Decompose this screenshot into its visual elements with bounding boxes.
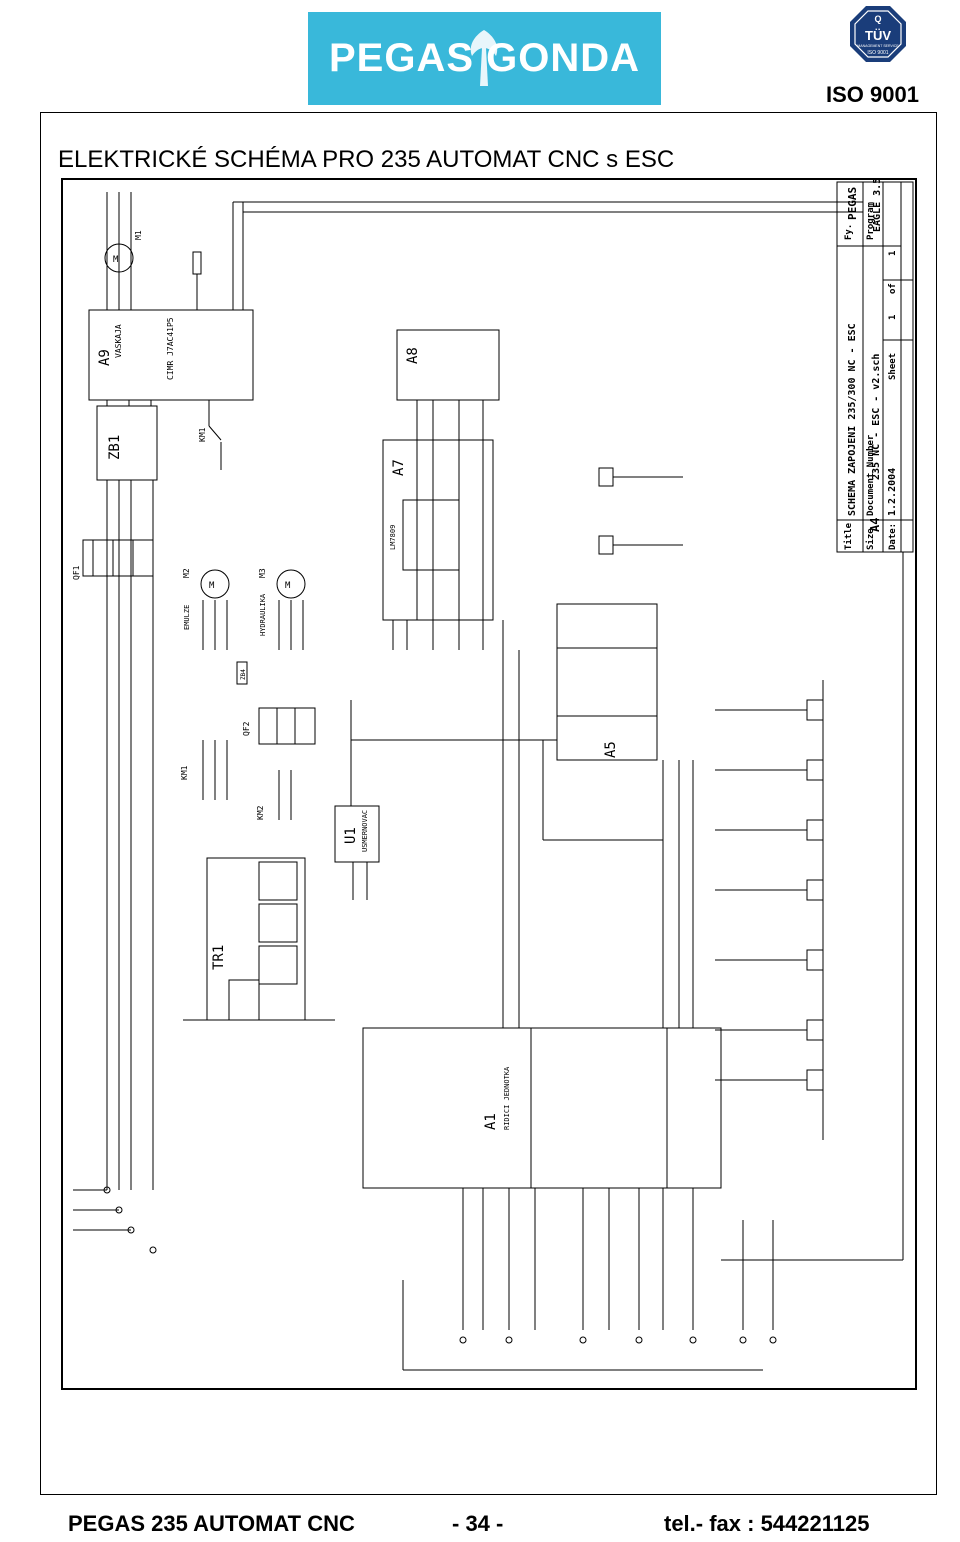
a9-name: VASKAJA (114, 324, 123, 358)
tuv-sub: MANAGEMENT SERVICE (857, 44, 899, 48)
electrical-schematic: Title SCHEMA ZAPOJENI 235/300 NC - ESC F… (72, 180, 914, 1371)
qf1-breaker: QF1 (72, 539, 154, 580)
m1-label: M1 (134, 230, 143, 240)
u1-rectifier: U1 USMERNOVAC (334, 805, 380, 900)
mains-terminals (73, 1186, 157, 1254)
tb-program: EAGLE 3.55 (872, 180, 883, 232)
relay-coils (598, 467, 683, 555)
u1-name: USMERNOVAC (361, 810, 369, 852)
svg-text:Q: Q (874, 14, 881, 24)
footer-page-number: - 34 - (452, 1511, 504, 1536)
angel-emblem-icon (470, 30, 498, 86)
tb-of-label: of (888, 283, 898, 294)
tb-of: 1 (888, 251, 898, 256)
km1-contact: KM1 (198, 400, 222, 470)
mains-lines (106, 480, 154, 1190)
qf2-label: QF2 (242, 721, 251, 736)
m3-motor: M M3 HYDRAULIKA (258, 568, 306, 650)
footer-contact: tel.- fax : 544221125 (664, 1511, 870, 1536)
svg-text:M: M (285, 581, 291, 591)
tr1-label: TR1 (211, 945, 227, 970)
tb-fy: PEGAS (846, 187, 859, 220)
a8-label: A8 (405, 347, 421, 364)
m1-motor: M M1 (104, 230, 143, 273)
tr1-transformer: TR1 (206, 857, 306, 1021)
tb-date-label: Date: (888, 523, 898, 550)
tuv-badge-icon: Q TÜV MANAGEMENT SERVICE ISO 9001 (850, 6, 906, 62)
tb-title-label: Title (843, 522, 854, 550)
pegas-gonda-logo: PEGAS GONDA (308, 12, 661, 105)
a5-label: A5 (603, 741, 619, 758)
tb-date: 1.2.2004 (887, 468, 898, 516)
tb-fy-label: Fy. (844, 224, 854, 240)
tb-sheet-label: Sheet (888, 353, 898, 380)
iso-label: ISO 9001 (826, 82, 919, 107)
m3-label: M3 (258, 568, 267, 578)
qf2-breaker: QF2 ZB4 (236, 661, 316, 745)
tb-title: SCHEMA ZAPOJENI 235/300 NC - ESC (847, 323, 858, 516)
svg-text:KM2: KM2 (256, 805, 265, 820)
km-contactors: KM1 KM2 (180, 740, 292, 820)
a9-inverter: A9 VASKAJA CIMR J7AC41P5 (88, 192, 863, 401)
svg-text:KM1: KM1 (180, 765, 189, 780)
schematic-sheet: Title SCHEMA ZAPOJENI 235/300 NC - ESC F… (61, 178, 917, 1390)
a1-control-unit: A1 RIDICI JEDNOTKA (362, 1027, 722, 1189)
page-title: ELEKTRICKÉ SCHÉMA PRO 235 AUTOMAT CNC s … (58, 146, 675, 173)
svg-text:M: M (113, 255, 119, 265)
svg-text:M: M (209, 581, 215, 591)
a7-label: A7 (391, 459, 407, 476)
bottom-switches (402, 1188, 777, 1371)
a9-model: CIMR J7AC41P5 (166, 317, 175, 380)
m2-motor: M M2 EMULZE (182, 568, 230, 650)
zb1-label: ZB1 (107, 435, 123, 460)
tb-sheet: 1 (888, 315, 898, 320)
zb1-block: ZB1 (96, 400, 158, 481)
qf1-label: QF1 (72, 565, 81, 580)
tb-program-label: Program (866, 201, 876, 240)
potentiometer (192, 251, 202, 310)
interconnect-wires (183, 552, 904, 1261)
m3-name: HYDRAULIKA (259, 593, 267, 636)
tuv-iso: ISO 9001 (867, 50, 888, 56)
tuv-mark: TÜV (865, 28, 891, 43)
u1-label: U1 (343, 827, 359, 844)
a5-board: A5 (556, 603, 658, 761)
a1-name: RIDICI JEDNOTKA (503, 1066, 511, 1130)
m2-name: EMULZE (183, 605, 191, 630)
a7-regulator: A7 LM7809 (382, 439, 494, 650)
tb-document: 235 NC - ESC - v2.sch (871, 354, 882, 480)
tb-document-label: Document Number (866, 434, 876, 516)
tb-size: A4 (868, 518, 882, 532)
page-frame (40, 112, 937, 1495)
a8-ammeter: A8 (396, 329, 500, 620)
title-block: Title SCHEMA ZAPOJENI 235/300 NC - ESC F… (836, 180, 914, 553)
logo-text: PEGAS GONDA (328, 36, 641, 80)
output-relays (715, 680, 824, 1140)
a9-label: A9 (97, 349, 113, 366)
footer-left: PEGAS 235 AUTOMAT CNC (68, 1511, 355, 1536)
a7-ic: LM7809 (389, 525, 397, 550)
zb4-label: ZB4 (240, 669, 247, 680)
km1-label: KM1 (198, 427, 207, 442)
m2-label: M2 (182, 568, 191, 578)
tb-size-label: Size (865, 528, 876, 550)
a1-label: A1 (483, 1113, 499, 1130)
